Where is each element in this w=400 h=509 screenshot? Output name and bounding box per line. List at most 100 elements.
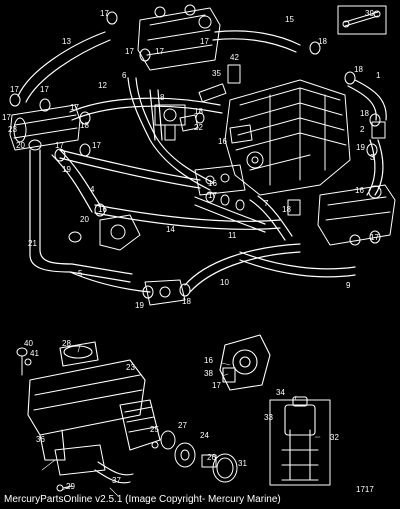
callout-42: 42 bbox=[230, 53, 239, 62]
callout-17: 17 bbox=[370, 233, 379, 242]
engine-block bbox=[224, 79, 351, 196]
hose-4-long bbox=[59, 149, 201, 189]
callout-6: 6 bbox=[122, 71, 127, 80]
callout-5: 5 bbox=[78, 269, 83, 278]
hose-15 bbox=[212, 30, 301, 53]
hose-7 bbox=[249, 195, 293, 241]
coolant-reservoir bbox=[281, 396, 319, 481]
callout-23: 23 bbox=[126, 363, 135, 372]
callout-18: 18 bbox=[318, 37, 327, 46]
callout-16: 16 bbox=[218, 137, 227, 146]
part-37-hose bbox=[94, 461, 134, 484]
callout-10: 10 bbox=[220, 278, 229, 287]
part-25-washer bbox=[151, 441, 159, 449]
pump-detail bbox=[219, 334, 271, 391]
callout-36: 36 bbox=[36, 435, 45, 444]
callout-34: 34 bbox=[276, 388, 285, 397]
callout-9: 9 bbox=[346, 281, 351, 290]
callout-35: 35 bbox=[212, 69, 221, 78]
part-24-cap bbox=[174, 442, 196, 468]
hose-9 bbox=[239, 251, 356, 278]
thermostat-housing bbox=[154, 104, 186, 141]
hose-6 bbox=[127, 77, 215, 191]
hose-11 bbox=[194, 196, 266, 233]
callout-19: 19 bbox=[356, 143, 365, 152]
hose-8 bbox=[149, 89, 163, 141]
callout-31: 31 bbox=[238, 459, 247, 468]
callout-18: 18 bbox=[360, 109, 369, 118]
part-40-41-fittings bbox=[16, 347, 32, 376]
callout-4: 4 bbox=[90, 185, 95, 194]
part-29-bolt bbox=[56, 484, 73, 492]
callout-18: 18 bbox=[354, 65, 363, 74]
callout-20: 20 bbox=[16, 141, 25, 150]
callout-11: 11 bbox=[228, 231, 237, 240]
callout-33: 33 bbox=[264, 413, 273, 422]
part-22-fitting bbox=[179, 114, 199, 132]
callout-26: 26 bbox=[207, 453, 216, 462]
callout-19: 19 bbox=[62, 165, 71, 174]
callout-17: 17 bbox=[100, 9, 109, 18]
part-35-fitting bbox=[198, 83, 227, 103]
part-16-fitting bbox=[229, 124, 253, 144]
hose-5 bbox=[69, 271, 151, 293]
callout-24: 24 bbox=[200, 431, 209, 440]
callout-20: 20 bbox=[80, 215, 89, 224]
callout-29: 29 bbox=[66, 482, 75, 491]
callout-3: 3 bbox=[370, 153, 375, 162]
callout-17: 17 bbox=[2, 113, 11, 122]
callout-2: 2 bbox=[360, 125, 365, 134]
inset-39-box bbox=[337, 5, 387, 35]
valve-cluster-center bbox=[194, 164, 246, 196]
part-26-clamp bbox=[201, 454, 217, 468]
hose-14 bbox=[94, 204, 281, 230]
part-36-plate bbox=[54, 444, 106, 476]
callout-19: 19 bbox=[135, 301, 144, 310]
callout-8: 8 bbox=[160, 93, 165, 102]
callout-32: 32 bbox=[330, 433, 339, 442]
callout-23: 23 bbox=[8, 125, 17, 134]
callout-7: 7 bbox=[264, 199, 269, 208]
callout-16: 16 bbox=[204, 356, 213, 365]
hose-1 bbox=[347, 79, 387, 121]
part-27-gasket bbox=[160, 430, 176, 450]
part-42-fitting bbox=[227, 64, 241, 84]
callout-40: 40 bbox=[24, 339, 33, 348]
pump-fitting-lower bbox=[144, 279, 186, 306]
callout-17: 17 bbox=[55, 141, 64, 150]
hose-13 bbox=[17, 31, 111, 103]
heat-exchanger-detail bbox=[27, 341, 161, 461]
callout-labels: 13 17 17 17 17 15 18 18 1 39 42 35 6 12 … bbox=[2, 9, 381, 491]
callout-41: 41 bbox=[30, 349, 39, 358]
callout-38: 38 bbox=[204, 369, 213, 378]
callout-17: 17 bbox=[212, 381, 221, 390]
drawing-number: 1717 bbox=[356, 485, 374, 494]
callout-25: 25 bbox=[150, 425, 159, 434]
callout-18: 18 bbox=[182, 297, 191, 306]
exhaust-manifold-right bbox=[317, 184, 396, 246]
callout-16: 16 bbox=[355, 186, 364, 195]
callout-39: 39 bbox=[365, 9, 374, 18]
part-2-fitting bbox=[371, 121, 386, 139]
heat-exchanger-top bbox=[9, 104, 81, 151]
callout-17: 17 bbox=[200, 37, 209, 46]
callout-17: 17 bbox=[10, 85, 19, 94]
callout-27: 27 bbox=[178, 421, 187, 430]
callout-13: 13 bbox=[62, 37, 71, 46]
callout-37: 37 bbox=[112, 476, 121, 485]
callout-18: 18 bbox=[282, 205, 291, 214]
callout-12: 12 bbox=[98, 81, 107, 90]
callout-1: 1 bbox=[376, 71, 381, 80]
callout-17: 17 bbox=[125, 47, 134, 56]
callout-22: 22 bbox=[194, 123, 203, 132]
seawater-pump bbox=[99, 214, 141, 251]
hose-clamps bbox=[9, 11, 381, 299]
callout-28: 28 bbox=[62, 339, 71, 348]
callout-16: 16 bbox=[98, 205, 107, 214]
exhaust-manifold-upper bbox=[137, 4, 221, 71]
callout-17: 17 bbox=[70, 103, 79, 112]
callout-17: 17 bbox=[155, 47, 164, 56]
reservoir-bracket bbox=[269, 399, 331, 486]
part-31-clamp-ring bbox=[212, 453, 238, 483]
